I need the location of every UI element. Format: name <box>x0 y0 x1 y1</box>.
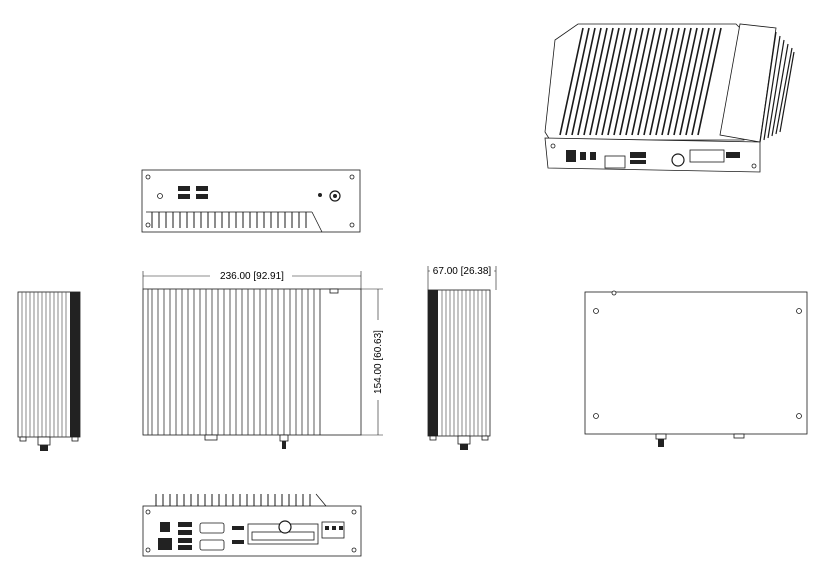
rear-view <box>141 169 361 233</box>
rear-usb-ports <box>178 186 208 199</box>
width-dimension-label: 236.00 [92.91] <box>220 271 284 282</box>
isometric-view <box>544 23 795 173</box>
height-dimension-label: 67.00 [26.38] <box>433 266 492 277</box>
front-view <box>142 493 362 557</box>
iso-heatsink-fins <box>559 27 722 136</box>
right-side-view <box>427 266 497 450</box>
top-view-fins <box>147 289 315 435</box>
iso-front-ports <box>566 149 740 169</box>
front-antenna-connector <box>278 520 292 534</box>
right-side-fins <box>441 290 487 436</box>
rear-fins <box>151 212 307 228</box>
front-com-port-2 <box>199 539 225 551</box>
front-com-port-1 <box>199 522 225 534</box>
bottom-view <box>584 290 808 447</box>
iso-side-fins <box>759 31 795 143</box>
front-ports <box>158 522 244 550</box>
front-fins <box>155 494 311 506</box>
top-view <box>142 271 383 449</box>
left-side-view <box>17 291 81 451</box>
depth-dimension-label: 154.00 [60.63] <box>373 330 384 394</box>
left-side-fins <box>21 292 67 437</box>
iso-antenna <box>671 153 685 167</box>
